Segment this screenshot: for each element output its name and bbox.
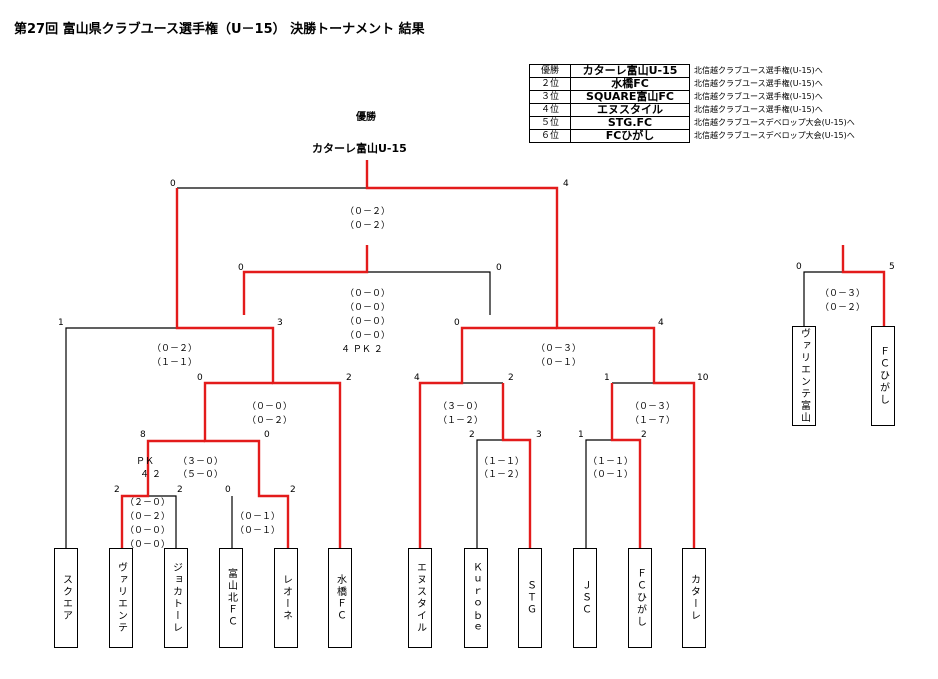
note-cell: 北信越クラブユース選手権(U-15)へ [694, 79, 823, 88]
team-box: ＦＣひがし [628, 548, 652, 648]
score: 0 [496, 263, 502, 273]
score: 8 [140, 430, 146, 440]
team-box: ヴァリエンテ [109, 548, 133, 648]
half-score: （０－０） [345, 302, 390, 313]
score: 0 [197, 373, 203, 383]
half-score: （０－０） [125, 525, 170, 536]
half-score: （０－２） [125, 511, 170, 522]
half-score: （０－３） [630, 401, 675, 412]
half-score: （２－０） [125, 497, 170, 508]
pk-score: ４ ２ [140, 470, 161, 480]
team-box: 富山北ＦＣ [219, 548, 243, 648]
team-box: 水橋ＦＣ [328, 548, 352, 648]
score: 2 [469, 430, 475, 440]
half-score: （３－０） [178, 456, 223, 467]
team-box: カターレ [682, 548, 706, 648]
half-score: （０－１） [235, 525, 280, 536]
note-cell: 北信越クラブユース選手権(U-15)へ [694, 66, 823, 75]
team-box: ＳＴＧ [518, 548, 542, 648]
half-score: （０－３） [820, 288, 865, 299]
team-box: エヌスタイル [408, 548, 432, 648]
score: 4 [414, 373, 420, 383]
score: 3 [277, 318, 283, 328]
bracket-lines-black [65, 187, 843, 550]
half-score: （０－１） [588, 469, 633, 480]
score: 1 [58, 318, 64, 328]
score: 4 [658, 318, 664, 328]
half-score: （５－０） [178, 469, 223, 480]
half-score: （０－０） [345, 330, 390, 341]
results-row: ４位エヌスタイル北信越クラブユース選手権(U-15)へ [529, 103, 860, 117]
half-score: （０－０） [345, 316, 390, 327]
score: 0 [170, 179, 176, 189]
team-cell: SQUARE富山FC [570, 90, 690, 104]
note-cell: 北信越クラブユース選手権(U-15)へ [694, 105, 823, 114]
score: 4 [563, 179, 569, 189]
score: 2 [290, 485, 296, 495]
score: 1 [604, 373, 610, 383]
half-score: （０－０） [125, 539, 170, 550]
score: 2 [641, 430, 647, 440]
half-score: （１－２） [438, 415, 483, 426]
team-cell: カターレ富山U-15 [570, 64, 690, 78]
team-box: ジョカトーレ [164, 548, 188, 648]
team-cell: FCひがし [570, 129, 690, 143]
half-score: （０－２） [152, 343, 197, 354]
half-score: （０－３） [536, 343, 581, 354]
pk-label: ＰＫ [136, 457, 154, 467]
note-cell: 北信越クラブユース選手権(U-15)へ [694, 92, 823, 101]
half-score: （０－０） [345, 288, 390, 299]
pk-score: ４ ＰＫ ２ [341, 345, 383, 355]
score: 2 [114, 485, 120, 495]
score: 0 [264, 430, 270, 440]
half-score: （１－１） [588, 456, 633, 467]
score-labels: 0 4 （０－２） （０－２） 0 0 （０－０） （０－０） （０－０） （０… [58, 179, 895, 550]
half-score: （０－２） [820, 302, 865, 313]
score: 2 [508, 373, 514, 383]
half-score: （０－１） [536, 357, 581, 368]
score: 0 [238, 263, 244, 273]
half-score: （３－０） [438, 401, 483, 412]
half-score: （０－１） [235, 511, 280, 522]
score: 3 [536, 430, 542, 440]
score: 0 [796, 262, 802, 272]
half-score: （０－２） [345, 220, 390, 231]
team-box: レオーネ [274, 548, 298, 648]
champion-name: カターレ富山U-15 [312, 142, 407, 155]
score: 1 [578, 430, 584, 440]
note-cell: 北信越クラブユースデベロップ大会(U-15)へ [694, 131, 855, 140]
side-team-box: ヴァリエンテ富山 [792, 326, 816, 426]
half-score: （１－７） [630, 415, 675, 426]
side-team-box: ＦＣひがし [871, 326, 895, 426]
half-score: （０－２） [247, 415, 292, 426]
score: 10 [697, 373, 709, 383]
bracket-lines-red [120, 160, 886, 550]
half-score: （１－１） [152, 357, 197, 368]
half-score: （１－２） [479, 469, 524, 480]
note-cell: 北信越クラブユースデベロップ大会(U-15)へ [694, 118, 855, 127]
score: 5 [889, 262, 895, 272]
champion-label: 優勝 [356, 112, 376, 123]
team-box: Ｋｕｒｏｂｅ [464, 548, 488, 648]
team-cell: 水橋FC [570, 77, 690, 91]
score: 0 [225, 485, 231, 495]
half-score: （０－２） [345, 206, 390, 217]
half-score: （０－０） [247, 401, 292, 412]
half-score: （１－１） [479, 456, 524, 467]
score: 2 [346, 373, 352, 383]
team-cell: エヌスタイル [570, 103, 690, 117]
score: 2 [177, 485, 183, 495]
score: 0 [454, 318, 460, 328]
page-title: 第27回 富山県クラブユース選手権（U－15） 決勝トーナメント 結果 [14, 22, 425, 37]
team-box: ＪＳＣ [573, 548, 597, 648]
team-box: スクエア [54, 548, 78, 648]
